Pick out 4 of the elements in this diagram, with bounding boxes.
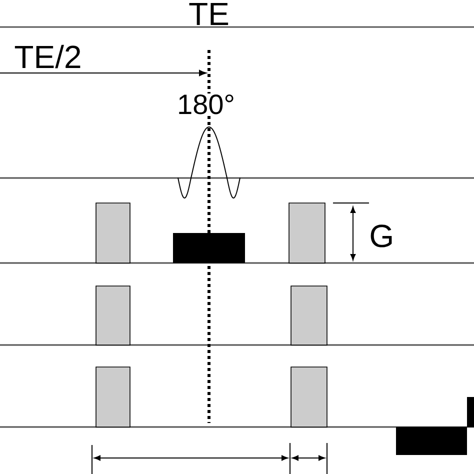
flip-angle-label: 180° [176, 93, 236, 116]
time-label: TE/2 [14, 44, 80, 68]
time-label: TE [189, 3, 228, 25]
gradient-label: G [370, 224, 392, 248]
